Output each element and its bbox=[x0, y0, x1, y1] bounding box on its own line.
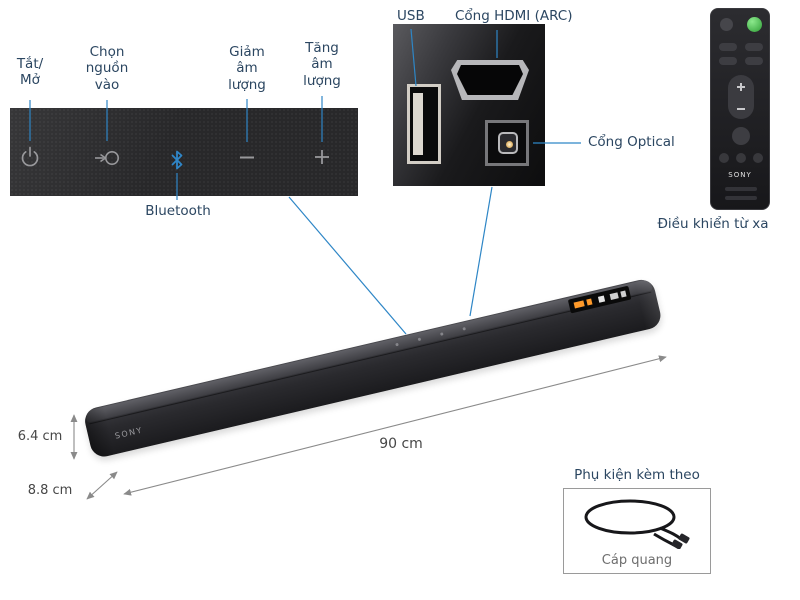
usb-port bbox=[407, 84, 441, 164]
volume-up-icon bbox=[315, 150, 329, 164]
accessories-title: Phụ kiện kèm theo bbox=[574, 467, 700, 483]
label-volume-down: Giảm âm lượng bbox=[228, 44, 266, 93]
leader-panel-to-soundbar bbox=[288, 196, 407, 335]
dimension-height: 6.4 cm bbox=[17, 429, 63, 444]
display-segment bbox=[573, 300, 585, 309]
label-input: Chọn nguồn vào bbox=[85, 44, 129, 93]
remote-button bbox=[745, 57, 763, 65]
remote-brand-logo: SONY bbox=[728, 171, 752, 179]
cable-label: Cáp quang bbox=[601, 553, 673, 568]
remote-button bbox=[745, 43, 763, 51]
soundbar-right-cap bbox=[634, 277, 664, 330]
optical-glow bbox=[506, 141, 513, 148]
remote-minus-glyph bbox=[737, 108, 745, 110]
dimension-line-depth bbox=[86, 471, 118, 500]
accessories-box: Cáp quang bbox=[563, 488, 711, 574]
soundbar-seam bbox=[89, 291, 652, 425]
remote-button bbox=[732, 127, 750, 145]
label-volume-up: Tăng âm lượng bbox=[303, 40, 341, 89]
input-select-icon bbox=[95, 151, 119, 165]
remote-control: SONY bbox=[710, 8, 770, 210]
remote-button bbox=[753, 153, 763, 163]
hdmi-port-inner bbox=[457, 65, 523, 95]
label-hdmi: Cổng HDMI (ARC) bbox=[455, 8, 573, 24]
display-segment bbox=[620, 290, 627, 298]
optical-cable-image bbox=[584, 499, 690, 549]
display-segment bbox=[597, 295, 606, 303]
label-optical: Cổng Optical bbox=[588, 134, 675, 150]
bluetooth-icon bbox=[171, 150, 183, 170]
remote-button bbox=[736, 153, 746, 163]
leader-ports-to-soundbar bbox=[469, 186, 493, 317]
remote-plus-glyph bbox=[740, 83, 742, 91]
control-panel-photo bbox=[10, 108, 358, 196]
usb-tongue bbox=[413, 93, 423, 155]
soundbar: SONY bbox=[82, 277, 664, 460]
remote-button bbox=[719, 153, 729, 163]
optical-port bbox=[485, 120, 529, 166]
remote-detail bbox=[725, 196, 757, 200]
power-icon bbox=[21, 146, 39, 167]
label-remote: Điều khiển từ xa bbox=[657, 216, 769, 232]
remote-button bbox=[719, 43, 737, 51]
remote-detail bbox=[725, 187, 757, 191]
hdmi-port bbox=[451, 60, 529, 100]
remote-button bbox=[719, 57, 737, 65]
remote-volume-rocker bbox=[728, 75, 754, 119]
ports-photo bbox=[393, 24, 545, 186]
dimension-depth: 8.8 cm bbox=[27, 483, 73, 498]
volume-down-icon bbox=[240, 156, 254, 159]
remote-power-button bbox=[747, 17, 762, 32]
label-bluetooth: Bluetooth bbox=[145, 203, 211, 219]
label-usb: USB bbox=[397, 8, 425, 24]
dimension-length: 90 cm bbox=[379, 436, 423, 452]
display-segment bbox=[609, 292, 619, 301]
soundbar-brand-logo: SONY bbox=[113, 425, 144, 441]
remote-button bbox=[720, 18, 733, 31]
label-power: Tắt/ Mở bbox=[16, 56, 44, 89]
display-segment bbox=[586, 298, 593, 306]
